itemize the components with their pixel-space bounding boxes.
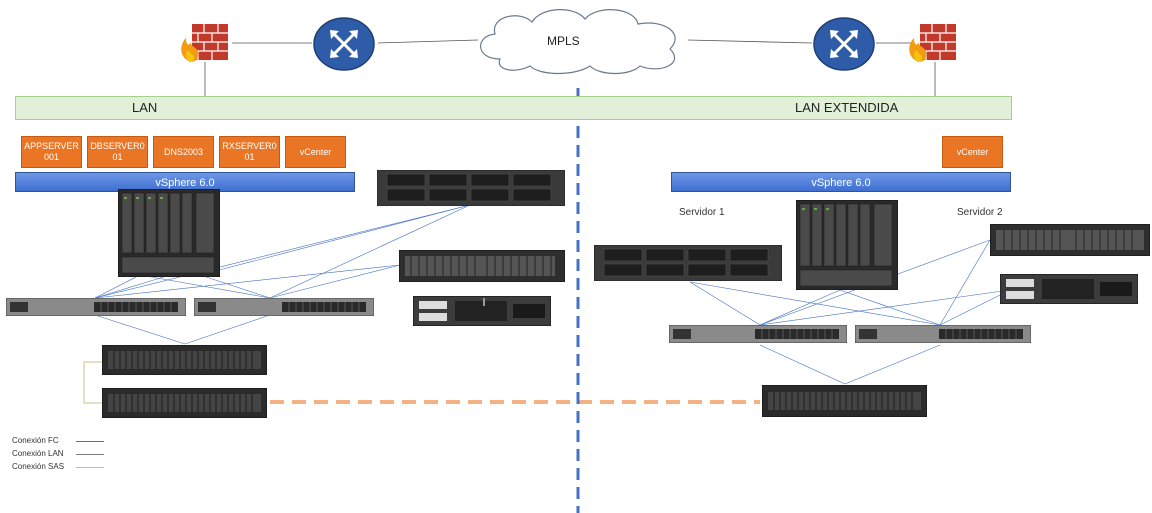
storage-array (399, 250, 565, 282)
mpls-cloud (480, 9, 676, 75)
lan-extendida-label: LAN EXTENDIDA (795, 100, 899, 115)
rack-server (594, 245, 782, 281)
vsphere-bar-right: vSphere 6.0 (671, 172, 1011, 192)
legend-sas-label: Conexión SAS (12, 462, 65, 471)
blade-chassis (118, 189, 220, 277)
lan-label: LAN (132, 100, 158, 115)
router-icon (313, 17, 375, 71)
mpls-label: MPLS (547, 34, 580, 48)
legend-fc-line (76, 441, 104, 442)
disk-enclosure (102, 345, 267, 375)
legend-lan-line (76, 454, 104, 455)
backup-appliance (1000, 274, 1138, 304)
vm-vcenter-left: vCenter (285, 136, 346, 168)
legend-lan-label: Conexión LAN (12, 449, 64, 458)
vm-dns: DNS2003 (153, 136, 214, 168)
disk-enclosure (762, 385, 927, 417)
servidor-1-label: Servidor 1 (679, 207, 725, 218)
router-icon (813, 17, 875, 71)
disk-enclosure (102, 388, 267, 418)
firewall-icon (181, 24, 228, 62)
firewall-icon (909, 24, 956, 62)
legend-sas-line (76, 467, 104, 468)
lan-bar (15, 96, 1012, 120)
vm-dbserver: DBSERVER0 01 (87, 136, 148, 168)
vm-rxserver: RXSERVER0 01 (219, 136, 280, 168)
backup-appliance (413, 296, 551, 326)
storage-array (990, 224, 1150, 256)
vm-appserver: APPSERVER 001 (21, 136, 82, 168)
servidor-2-label: Servidor 2 (957, 207, 1003, 218)
vm-vcenter-right: vCenter (942, 136, 1003, 168)
san-switch (194, 298, 374, 316)
san-switch (855, 325, 1031, 343)
rack-server (377, 170, 565, 206)
blade-chassis (796, 200, 898, 290)
san-switch (669, 325, 847, 343)
san-switch (6, 298, 186, 316)
legend-fc-label: Conexión FC (12, 436, 59, 445)
